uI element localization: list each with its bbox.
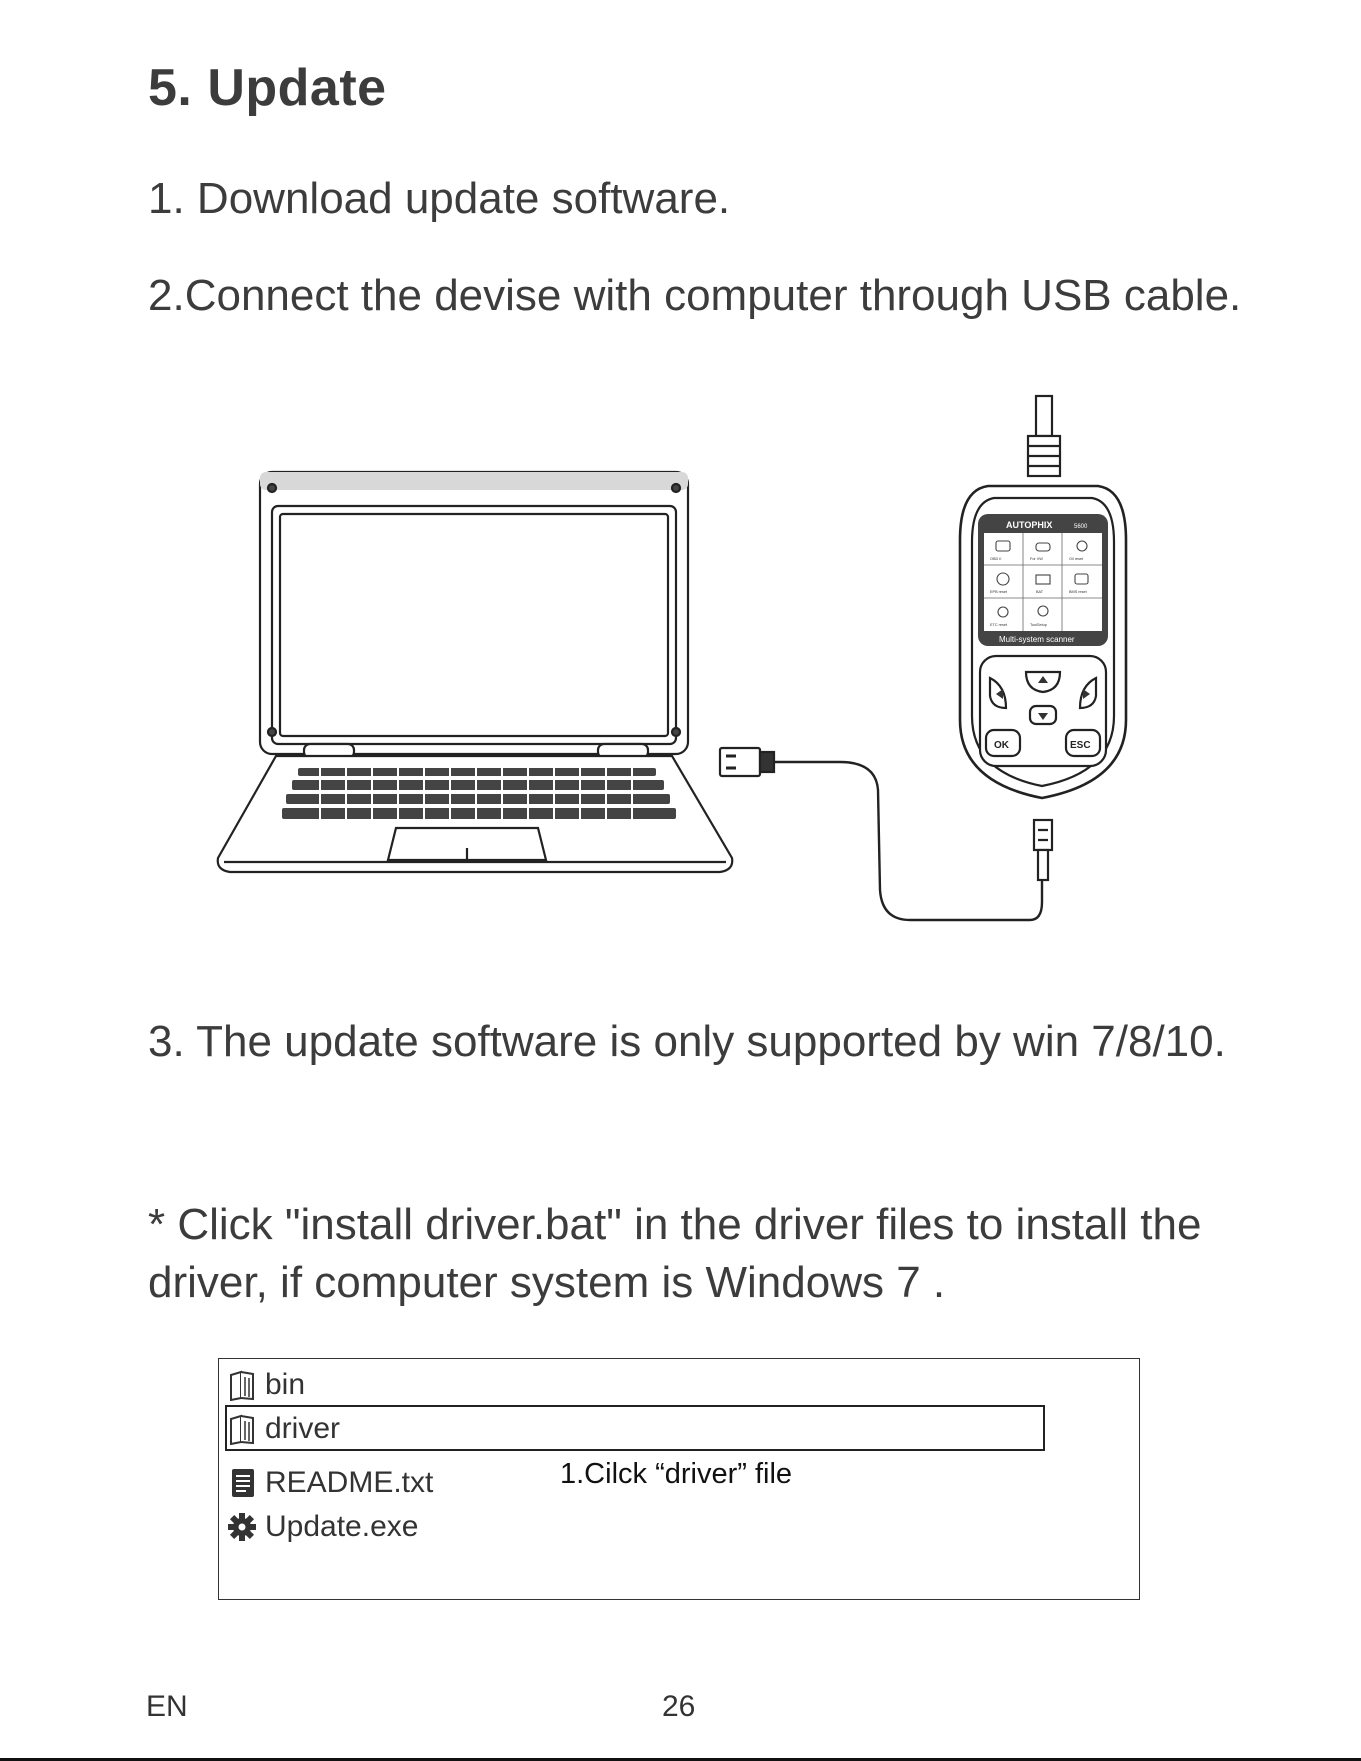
file-row-readme[interactable]: README.txt	[227, 1461, 433, 1505]
driver-note-text: * Click "install driver.bat" in the driv…	[148, 1200, 1202, 1307]
file-name: Update.exe	[265, 1510, 419, 1543]
menu-label-tool: ToolSetup	[1030, 623, 1047, 627]
usb-cable	[774, 760, 1044, 922]
file-name: README.txt	[265, 1466, 434, 1499]
usb-plug-illustration	[718, 746, 776, 778]
bottom-rule	[0, 1758, 1361, 1761]
file-row-bin[interactable]: bin	[227, 1363, 305, 1407]
gear-icon	[228, 1513, 256, 1541]
folder-icon	[230, 1414, 254, 1445]
document-icon	[232, 1469, 254, 1497]
file-name: driver	[265, 1412, 341, 1445]
menu-label-bms: BMS reset	[1069, 590, 1088, 594]
menu-label-etc: ETC reset	[990, 623, 1008, 627]
step-2-text: 2.Connect the devise with computer throu…	[148, 271, 1242, 320]
device-ok-key: OK	[994, 740, 1010, 751]
scanner-device-illustration: AUTOPHIX 5600 Multi-system scanner OBD I…	[958, 394, 1128, 800]
menu-label-obd: OBD II	[990, 557, 1001, 561]
menu-label-epb: EPB reset	[990, 590, 1008, 594]
selected-row-highlight	[225, 1405, 1045, 1451]
file-explorer-figure: bin driver README.txt	[218, 1358, 1140, 1600]
section-heading: 5. Update	[148, 59, 387, 117]
file-row-update-exe[interactable]: Update.exe	[227, 1505, 418, 1549]
device-brand: AUTOPHIX	[1006, 520, 1052, 530]
file-row-driver[interactable]: driver	[227, 1407, 340, 1451]
menu-label-bat: BAT	[1036, 590, 1044, 594]
device-esc-key: ESC	[1070, 740, 1091, 751]
laptop-illustration	[216, 470, 734, 874]
menu-label-oil: Oil reset	[1069, 557, 1084, 561]
folder-icon	[230, 1370, 254, 1401]
callout-instruction: 1.Cilck “driver” file	[560, 1458, 793, 1490]
device-model: 5600	[1074, 524, 1088, 530]
step-3-text: 3. The update software is only supported…	[148, 1017, 1226, 1066]
usb-connection-illustration: AUTOPHIX 5600 Multi-system scanner OBD I…	[216, 394, 1128, 922]
mini-usb-plug-illustration	[1032, 818, 1054, 882]
file-name: bin	[265, 1368, 306, 1401]
step-1-text: 1. Download update software.	[148, 174, 731, 223]
footer-language: EN	[146, 1690, 188, 1723]
page-number: 26	[662, 1690, 696, 1723]
device-screen-caption: Multi-system scanner	[999, 635, 1075, 644]
menu-label-vw: For VW	[1030, 557, 1043, 561]
